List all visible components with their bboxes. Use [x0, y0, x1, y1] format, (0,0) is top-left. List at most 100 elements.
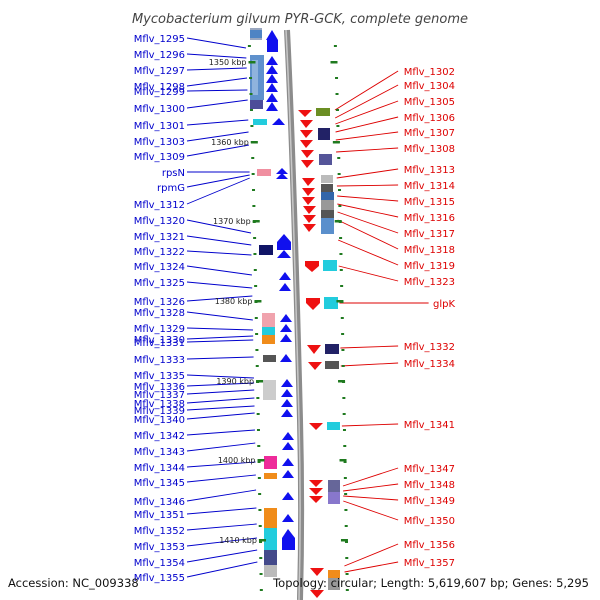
feature-block [252, 60, 258, 95]
scale-minor-tick [334, 61, 338, 63]
reverse-gene-label: Mflv_1357 [404, 558, 455, 569]
scale-minor-tick [258, 541, 262, 543]
reverse-gene-label: Mflv_1323 [404, 277, 455, 288]
reverse-gene-arrow [302, 197, 315, 205]
forward-gene-arrow [279, 283, 291, 291]
forward-leader-line [186, 77, 248, 87]
forward-leader-line [186, 37, 247, 49]
feature-block [321, 200, 334, 210]
forward-gene-label: rpsN [162, 168, 185, 179]
forward-gene-label: Mflv_1339 [134, 406, 185, 417]
scale-minor-tick [258, 493, 262, 495]
scale-label: 1390 kbp [216, 377, 254, 386]
scale-minor-tick [255, 349, 259, 351]
forward-leader-line [186, 489, 257, 502]
forward-leader-line [186, 177, 250, 205]
reverse-gene-arrow [305, 261, 319, 272]
scale-minor-tick [345, 589, 349, 591]
feature-block [250, 100, 263, 109]
scale-minor-tick [251, 173, 255, 175]
forward-leader-line [186, 131, 249, 142]
forward-gene-arrow [281, 399, 293, 407]
forward-gene-label: Mflv_1335 [134, 371, 185, 382]
feature-block [262, 327, 275, 335]
reverse-gene-arrow [309, 423, 323, 430]
forward-gene-arrow [282, 529, 295, 538]
reverse-gene-label: glpK [433, 299, 455, 310]
feature-block [264, 456, 277, 469]
forward-gene-label: Mflv_1331 [134, 338, 185, 349]
reverse-gene-label: Mflv_1308 [404, 144, 455, 155]
scale-minor-tick [344, 525, 348, 527]
reverse-leader-line [337, 219, 399, 250]
scale-minor-tick [256, 381, 260, 383]
reverse-leader-line [336, 168, 399, 179]
feature-block [324, 297, 338, 309]
forward-leader-line [186, 429, 256, 436]
scale-minor-tick [335, 77, 339, 79]
forward-leader-line [186, 356, 254, 360]
scale-major-tick [336, 300, 344, 303]
scale-minor-tick [258, 525, 262, 527]
forward-leader-line [186, 144, 249, 157]
forward-gene-label: Mflv_1333 [134, 355, 185, 366]
scale-minor-tick [345, 573, 349, 575]
scale-minor-tick [344, 509, 348, 511]
forward-leader-line [186, 549, 258, 563]
scale-minor-tick [256, 429, 260, 431]
forward-gene-label: Mflv_1322 [134, 247, 185, 258]
label-leader-lines [186, 37, 429, 578]
forward-leader-line [186, 281, 253, 289]
forward-leader-line [186, 389, 255, 395]
feature-tracks [250, 28, 340, 598]
scale-minor-tick [335, 93, 339, 95]
forward-leader-line [186, 335, 254, 340]
feature-block [316, 108, 330, 116]
scale-minor-tick [252, 221, 256, 223]
forward-gene-label: Mflv_1312 [134, 200, 185, 211]
reverse-gene-arrow [301, 150, 314, 158]
feature-block [262, 335, 275, 344]
scale-major-tick [338, 380, 346, 383]
reverse-leader-line [334, 70, 399, 111]
forward-gene-arrow [281, 389, 293, 397]
reverse-gene-label: Mflv_1356 [404, 540, 455, 551]
reverse-gene-label: Mflv_1307 [404, 128, 455, 139]
reverse-gene-arrow [309, 480, 323, 487]
scale-minor-tick [252, 189, 256, 191]
forward-leader-line [186, 219, 252, 234]
forward-leader-line [186, 397, 255, 404]
scale-minor-tick [340, 285, 344, 287]
forward-gene-label: Mflv_1352 [134, 526, 185, 537]
scale-major-tick [332, 141, 340, 144]
scale-minor-tick [339, 237, 343, 239]
reverse-gene-arrow [308, 362, 322, 370]
feature-block [328, 480, 340, 492]
scale-minor-tick [337, 173, 341, 175]
forward-leader-line [186, 89, 248, 92]
map-title: Mycobacterium gilvum PYR-GCK, complete g… [132, 12, 468, 27]
forward-leader-line [186, 405, 255, 411]
scale-minor-tick [341, 365, 345, 367]
reverse-gene-label: Mflv_1318 [404, 245, 455, 256]
reverse-leader-line [340, 362, 399, 367]
scale-minor-tick [249, 93, 253, 95]
forward-leader-line [186, 99, 248, 109]
reverse-gene-label: Mflv_1348 [404, 480, 455, 491]
forward-leader-line [186, 235, 252, 246]
forward-leader-line [186, 382, 255, 387]
scale-minor-tick [339, 253, 343, 255]
reverse-leader-line [335, 116, 399, 133]
scale-minor-tick [336, 141, 340, 143]
scale-minor-tick [256, 397, 260, 399]
forward-gene-label: Mflv_1336 [134, 382, 185, 393]
scale-label: 1410 kbp [219, 536, 257, 545]
genome-backbone [284, 29, 305, 600]
scale-minor-tick [253, 253, 257, 255]
forward-leader-line [186, 311, 253, 321]
feature-block [259, 245, 273, 255]
scale-major-tick [250, 141, 258, 144]
reverse-gene-arrow [301, 160, 314, 168]
reverse-gene-label: Mflv_1316 [404, 213, 455, 224]
forward-gene-arrow [280, 324, 292, 332]
